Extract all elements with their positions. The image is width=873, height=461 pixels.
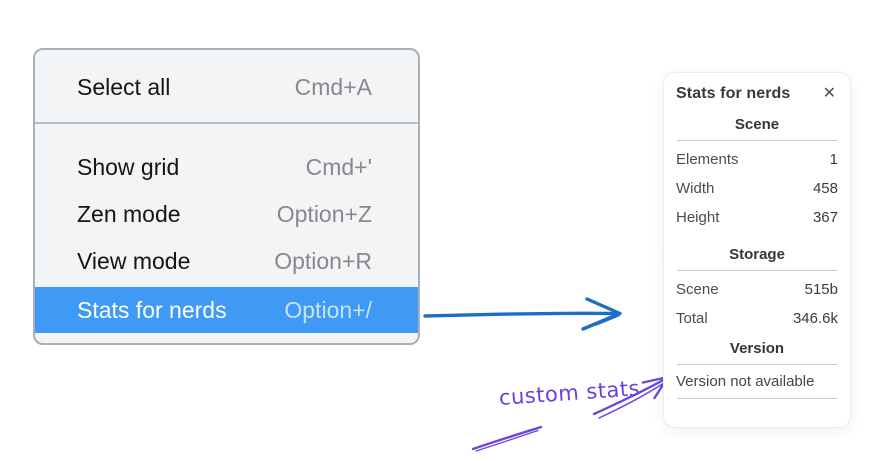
menu-item-label: View mode: [77, 248, 191, 274]
context-menu: Select all Cmd+A Show grid Cmd+' Zen mod…: [33, 48, 420, 345]
menu-item-stats-for-nerds[interactable]: Stats for nerds Option+/: [35, 287, 418, 333]
menu-item-select-all[interactable]: Select all Cmd+A: [35, 60, 418, 114]
flow-arrow: [423, 297, 622, 331]
version-status: Version not available: [676, 373, 815, 390]
stat-row-elements: Elements 1: [676, 145, 838, 174]
stat-value: 515b: [804, 281, 838, 298]
storage-section-header: Storage: [729, 246, 785, 263]
menu-item-shortcut: Cmd+A: [294, 73, 372, 100]
stats-panel-header: Stats for nerds ✕: [676, 84, 838, 104]
storage-section: Storage Scene 515b Total 346.6k: [676, 246, 838, 333]
scene-section-header: Scene: [734, 116, 780, 133]
menu-item-view-mode[interactable]: View mode Option+R: [35, 238, 418, 285]
stat-row-total-size: Total 346.6k: [676, 304, 838, 333]
scene-section: Scene Elements 1 Width 458 Height 367: [676, 116, 838, 232]
stats-panel: Stats for nerds ✕ Scene Elements 1 Width…: [663, 72, 851, 428]
section-divider: [677, 398, 837, 399]
stat-value: 346.6k: [792, 310, 838, 327]
menu-separator: [35, 122, 418, 124]
section-divider: [677, 364, 837, 365]
menu-item-label: Stats for nerds: [77, 296, 227, 323]
version-section-header: Version: [729, 340, 785, 357]
menu-item-label: Select all: [77, 73, 171, 100]
menu-item-label: Show grid: [77, 154, 180, 180]
menu-item-show-grid[interactable]: Show grid Cmd+': [35, 144, 418, 191]
version-section: Version Version not available: [676, 340, 838, 399]
menu-item-zen-mode[interactable]: Zen mode Option+Z: [35, 191, 418, 238]
stat-label: Total: [676, 310, 708, 327]
stat-label: Width: [676, 180, 715, 197]
stat-label: Height: [676, 209, 720, 226]
close-icon[interactable]: ✕: [822, 85, 836, 102]
stat-value: 367: [812, 209, 838, 226]
stat-row-height: Height 367: [676, 203, 838, 232]
menu-item-shortcut: Option+R: [274, 248, 372, 274]
stat-row-width: Width 458: [676, 174, 838, 203]
menu-item-label: Zen mode: [77, 201, 181, 227]
annotation-label: custom stats: [498, 376, 641, 410]
menu-item-shortcut: Cmd+': [305, 154, 372, 180]
panel-title: Stats for nerds: [676, 85, 791, 102]
stat-label: Scene: [676, 281, 719, 298]
menu-item-shortcut: Option+Z: [276, 201, 372, 227]
stat-label: Elements: [676, 151, 739, 168]
stat-value: 458: [812, 180, 838, 197]
stat-value: 1: [829, 151, 838, 168]
section-divider: [677, 140, 837, 141]
section-divider: [677, 270, 837, 271]
menu-item-shortcut: Option+/: [284, 296, 372, 323]
stat-row-scene-size: Scene 515b: [676, 275, 838, 304]
